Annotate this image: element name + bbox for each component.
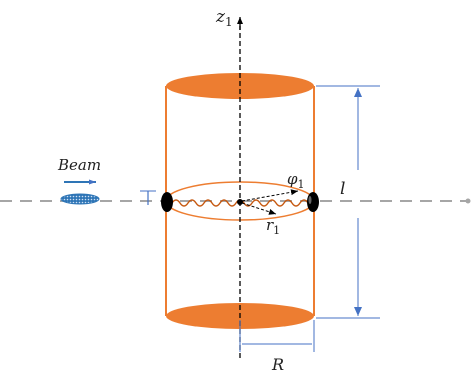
radius-label: R [271,355,284,374]
left-electrode [161,192,173,212]
r-arrow [241,202,277,215]
beam-cross-section [60,193,100,205]
phi-label: φ1 [287,170,305,191]
beam-label: Beam [57,156,101,174]
z-axis-label: z1 [215,7,233,29]
beam-wave-path [171,199,315,207]
right-electrode-highlight [308,196,312,204]
center-point [237,199,243,205]
length-label: l [340,179,345,199]
phi-arrow [241,189,299,202]
r-label: r1 [266,216,280,237]
beam-axis-end-marker [465,198,471,204]
